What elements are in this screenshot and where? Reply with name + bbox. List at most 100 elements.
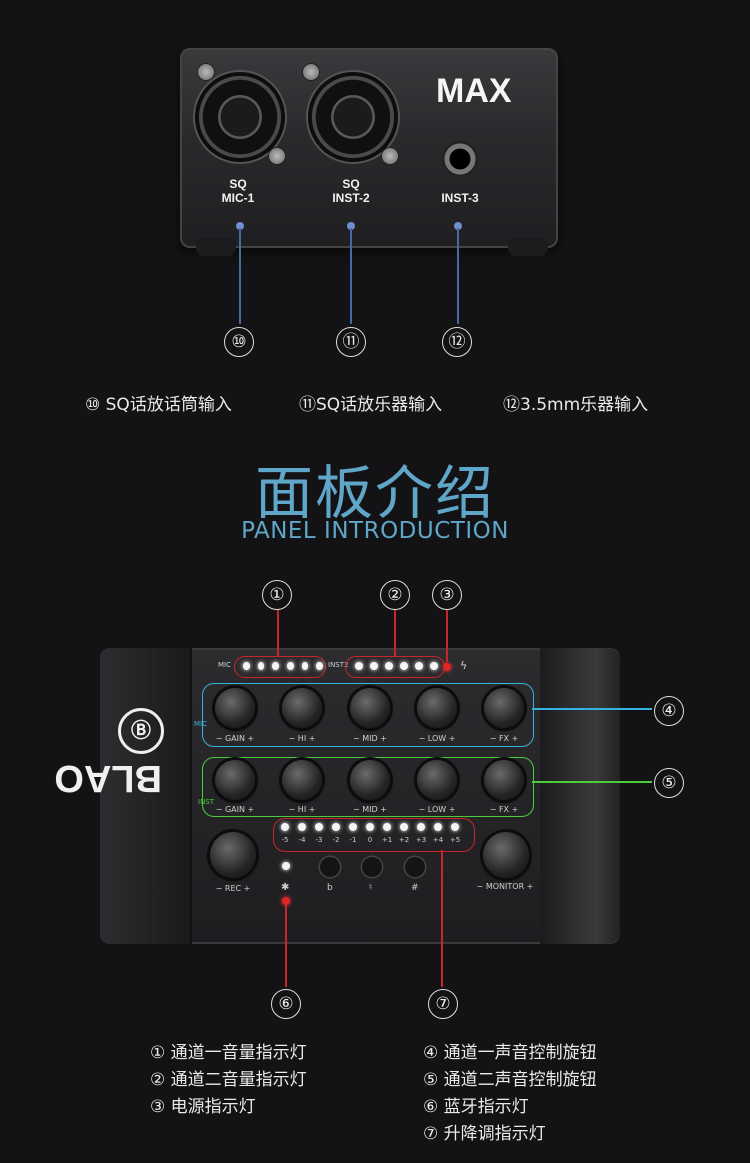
pitch-scale-label: -4 [298, 836, 306, 844]
led [316, 662, 324, 670]
screw-icon [269, 148, 285, 164]
pitch-step [281, 823, 289, 831]
screw-icon [303, 64, 319, 80]
rec-knob[interactable] [210, 832, 256, 878]
low-knob-ch1[interactable] [417, 688, 457, 728]
led [272, 662, 280, 670]
callout-number-5: ⑤ [654, 768, 684, 798]
pitch-scale-label: +1 [381, 836, 393, 844]
pointer-dot [347, 222, 355, 230]
low-knob-ch2[interactable] [417, 760, 457, 800]
led [301, 662, 309, 670]
callout-number-1: ① [262, 580, 292, 610]
knob-label: − MID + [353, 734, 387, 743]
led [385, 662, 393, 670]
legend-left: ① 通道一音量指示灯 ② 通道二音量指示灯 ③ 电源指示灯 [150, 1040, 307, 1121]
monitor-knob[interactable] [483, 832, 529, 878]
fx-knob-ch2[interactable] [484, 760, 524, 800]
port-label-line: MIC-1 [221, 191, 255, 205]
pitch-scale-label: -3 [315, 836, 323, 844]
mid-knob-ch1[interactable] [350, 688, 390, 728]
section-subtitle: PANEL INTRODUCTION [241, 518, 509, 544]
callout-number-10: ⑩ [224, 327, 254, 357]
pitch-step [315, 823, 323, 831]
callout-number-2: ② [380, 580, 410, 610]
row2-tag: INST [198, 798, 215, 806]
led [366, 823, 374, 831]
pitch-scale-label: -5 [281, 836, 289, 844]
pitch-led-meter [281, 823, 459, 831]
pitch-scale-label: +3 [415, 836, 427, 844]
mic-label: MIC [218, 661, 231, 669]
panel-handle [540, 648, 620, 944]
device-foot-left [196, 238, 236, 256]
callout-number-11: ⑪ [336, 327, 366, 357]
hi-knob-ch1[interactable] [282, 688, 322, 728]
knob-label: − LOW + [418, 805, 456, 814]
led [281, 823, 289, 831]
callout-ring-1 [234, 656, 326, 678]
gain-knob-ch2[interactable] [215, 760, 255, 800]
pitch-scale-label: +4 [432, 836, 444, 844]
brand-logo: Ⓑ BLAO [54, 708, 164, 884]
channel1-led-meter [243, 662, 324, 672]
pitch-scale-label: 0 [367, 836, 373, 844]
gain-knob-ch1[interactable] [215, 688, 255, 728]
panel-side-cap [100, 648, 190, 944]
port-label-inst2: SQ INST-2 [323, 177, 379, 205]
led [287, 662, 294, 670]
knob-label: − HI + [288, 805, 316, 814]
pitch-scale-label: +5 [449, 836, 461, 844]
sharp-label: # [411, 883, 419, 893]
flat-button[interactable] [320, 857, 340, 877]
port-label-inst3: INST-3 [441, 191, 479, 205]
natural-button[interactable] [362, 857, 382, 877]
pitch-step [349, 823, 357, 831]
knob-label: − GAIN + [215, 734, 255, 743]
power-led [443, 663, 451, 671]
legend-item: ⑥ 蓝牙指示灯 [423, 1097, 529, 1117]
pointer-line [441, 850, 443, 987]
sharp-button[interactable] [405, 857, 425, 877]
pointer-line [446, 610, 448, 662]
pitch-step [434, 823, 442, 831]
led [417, 823, 425, 831]
hi-knob-ch2[interactable] [282, 760, 322, 800]
pointer-line [532, 708, 652, 710]
bluetooth-icon: ✱ [281, 882, 290, 893]
fx-knob-ch1[interactable] [484, 688, 524, 728]
mid-knob-ch2[interactable] [350, 760, 390, 800]
pitch-step [417, 823, 425, 831]
brand-mark: MAX [436, 72, 512, 110]
legend-item: ① 通道一音量指示灯 [150, 1043, 307, 1063]
pitch-step [332, 823, 340, 831]
pointer-dot [282, 897, 290, 905]
caption-12: ⑫3.5mm乐器输入 [503, 395, 649, 415]
brand-logo-icon: Ⓑ [118, 708, 164, 754]
callout-ring-7 [273, 818, 475, 852]
natural-label: ♮ [369, 883, 373, 893]
knob-label: − LOW + [418, 734, 456, 743]
pointer-line [239, 228, 241, 324]
legend-item: ⑦ 升降调指示灯 [423, 1124, 546, 1144]
legend-item: ④ 通道一声音控制旋钮 [423, 1043, 597, 1063]
callout-number-6: ⑥ [271, 989, 301, 1019]
legend-item: ③ 电源指示灯 [150, 1097, 256, 1117]
flat-label: b [327, 883, 333, 893]
pitch-step [383, 823, 391, 831]
pointer-line [394, 610, 396, 656]
legend-item: ⑤ 通道二声音控制旋钮 [423, 1070, 597, 1090]
led [383, 823, 391, 831]
pitch-step [451, 823, 459, 831]
brand-name: BLAO [54, 757, 162, 799]
channel2-led-meter [355, 662, 441, 672]
pitch-step [366, 823, 374, 831]
led [430, 662, 438, 670]
led [332, 823, 340, 831]
led [451, 823, 459, 831]
led [257, 662, 265, 670]
xlr-combo-jack-inst2 [308, 72, 398, 162]
pointer-line [532, 781, 652, 783]
mini-jack-inst3 [442, 141, 478, 177]
led [315, 823, 323, 831]
